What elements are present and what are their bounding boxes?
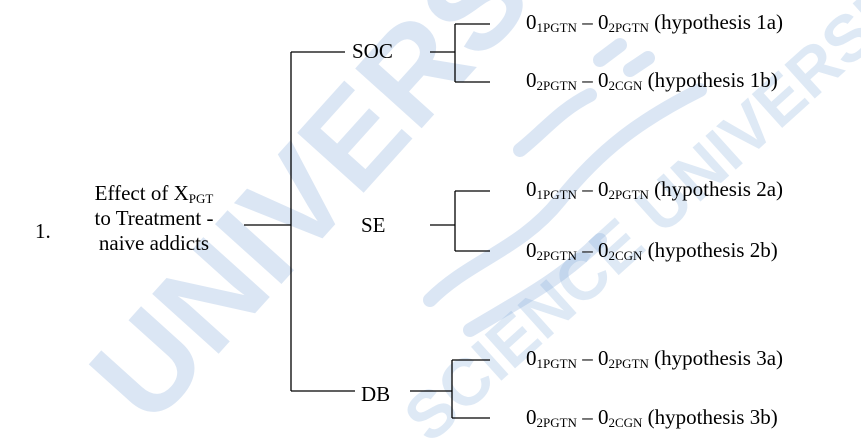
hyp-1b-term2: 0 (597, 68, 609, 92)
hyp-1a-term2: 0 (597, 10, 609, 34)
hypothesis-1b: 02PGTN – 02CGN (hypothesis 1b) (526, 68, 778, 93)
hyp-1b-term1: 0 (526, 68, 537, 92)
hyp-2a-term2: 0 (597, 177, 609, 201)
hyp-2a-minus: – (576, 177, 598, 201)
item-number: 1. (35, 219, 51, 243)
hyp-2a-term1-sub: 1PGTN (536, 187, 577, 202)
hyp-2b-label: (hypothesis 2b) (642, 238, 778, 262)
hypothesis-3b: 02PGTN – 02CGN (hypothesis 3b) (526, 405, 778, 430)
hyp-2b-term2-sub: 2CGN (608, 248, 643, 263)
hyp-1b-term1-sub: 2PGTN (536, 78, 577, 93)
hyp-1b-term2-sub: 2CGN (608, 78, 643, 93)
hyp-3b-term1-sub: 2PGTN (536, 415, 577, 430)
effect-line1-subscript: PGT (188, 191, 214, 206)
hyp-3a-minus: – (576, 346, 598, 370)
hyp-2b-term1: 0 (526, 238, 537, 262)
hyp-2b-term1-sub: 2PGTN (536, 248, 577, 263)
hyp-1a-minus: – (576, 10, 598, 34)
hyp-2a-term2-sub: 2PGTN (608, 187, 649, 202)
hypothesis-3a: 01PGTN – 02PGTN (hypothesis 3a) (526, 346, 784, 371)
effect-line1-prefix: Effect of X (94, 181, 189, 205)
hyp-3a-term1: 0 (526, 346, 537, 370)
hyp-1a-label: (hypothesis 1a) (648, 10, 784, 34)
branch-label-db: DB (361, 382, 391, 406)
effect-line3: naive addicts (98, 231, 210, 255)
hyp-3b-term1: 0 (526, 405, 537, 429)
hyp-1a-term1: 0 (526, 10, 537, 34)
hyp-1a-term2-sub: 2PGTN (608, 20, 649, 35)
hyp-3a-term2: 0 (597, 346, 609, 370)
effect-label: Effect of XPGT to Treatment - naive addi… (66, 181, 242, 256)
hypothesis-1a: 01PGTN – 02PGTN (hypothesis 1a) (526, 10, 784, 35)
hyp-3b-minus: – (576, 405, 598, 429)
hyp-1b-minus: – (576, 68, 598, 92)
hyp-3b-term2-sub: 2CGN (608, 415, 643, 430)
hyp-3a-term1-sub: 1PGTN (536, 356, 577, 371)
hyp-1b-label: (hypothesis 1b) (642, 68, 778, 92)
hyp-1a-term1-sub: 1PGTN (536, 20, 577, 35)
watermark-arabic-script (423, 38, 707, 337)
effect-line2: to Treatment - (94, 206, 214, 230)
hyp-2b-minus: – (576, 238, 598, 262)
hyp-3a-label: (hypothesis 3a) (648, 346, 784, 370)
hyp-2b-term2: 0 (597, 238, 609, 262)
hyp-2a-term1: 0 (526, 177, 537, 201)
hyp-2a-label: (hypothesis 2a) (648, 177, 784, 201)
branch-label-soc: SOC (352, 39, 393, 63)
hyp-3b-term2: 0 (597, 405, 609, 429)
hyp-3b-label: (hypothesis 3b) (642, 405, 778, 429)
hypothesis-2b: 02PGTN – 02CGN (hypothesis 2b) (526, 238, 778, 263)
branch-label-se: SE (361, 213, 386, 237)
hyp-3a-term2-sub: 2PGTN (608, 356, 649, 371)
hypothesis-2a: 01PGTN – 02PGTN (hypothesis 2a) (526, 177, 784, 202)
